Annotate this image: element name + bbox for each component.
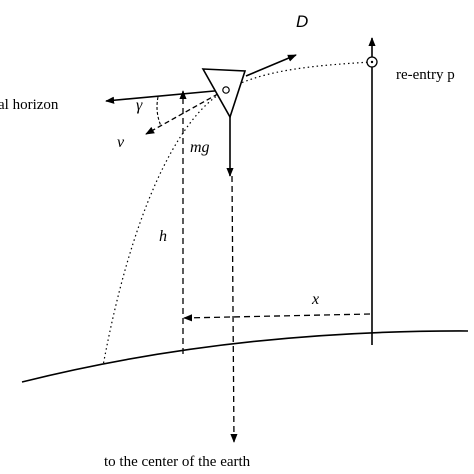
trajectory-path — [102, 61, 373, 367]
local-horizon-label: al horizon — [0, 97, 59, 113]
velocity-symbol: v — [117, 134, 125, 151]
vehicle-center-of-mass — [222, 86, 230, 94]
center-direction-arrow — [230, 175, 238, 443]
re-entry-point-label: re-entry p — [396, 67, 455, 83]
re-entry-point-dot — [370, 60, 374, 64]
weight-symbol: mg — [190, 139, 210, 156]
range-arrow — [183, 313, 371, 322]
local-horizon-arrow — [105, 89, 226, 104]
altitude-symbol: h — [159, 228, 167, 245]
earth-surface — [21, 330, 469, 383]
gamma-angle-arc — [156, 96, 162, 127]
drag-symbol: D — [296, 12, 308, 31]
gamma-symbol: γ — [136, 97, 143, 114]
earth-center-label: to the center of the earth — [104, 454, 251, 470]
drag-arrow — [245, 54, 297, 77]
range-symbol: x — [311, 291, 319, 308]
velocity-arrow — [145, 89, 226, 135]
